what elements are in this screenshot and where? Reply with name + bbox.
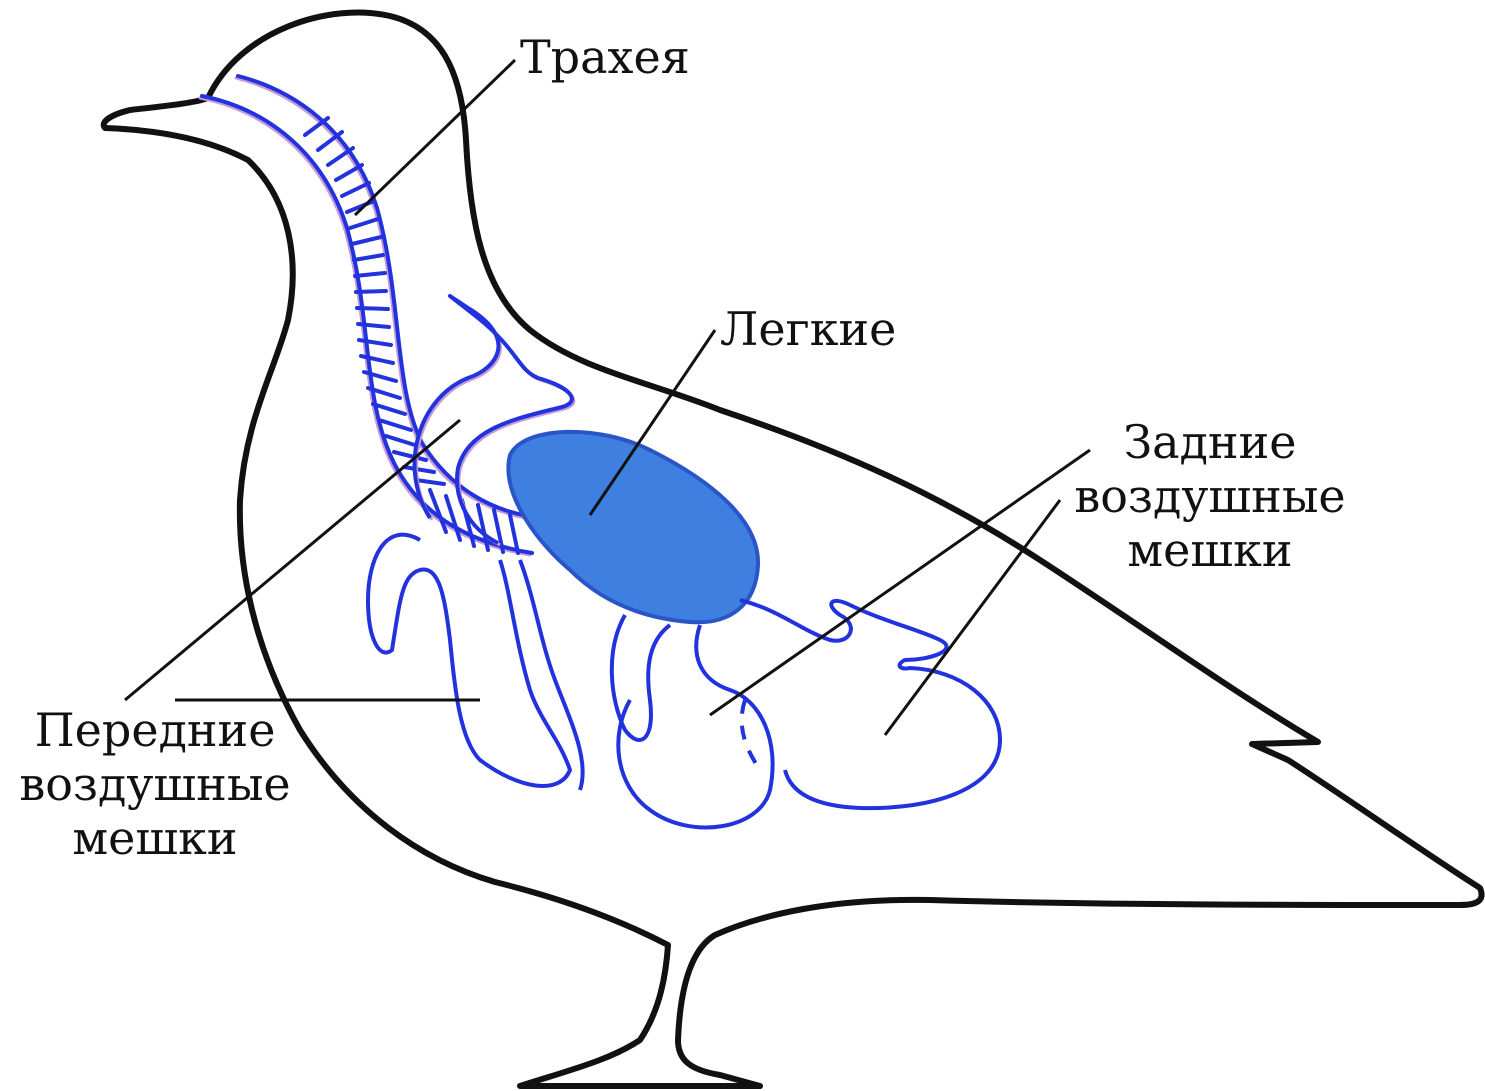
rear-air-sacs: [612, 600, 1000, 827]
label-rear-air-sacs: Задние воздушные мешки: [1070, 415, 1350, 577]
label-front-air-sacs-line-3: мешки: [10, 811, 300, 865]
leader-lines: [125, 60, 1090, 735]
leader-rear-sacs-1: [710, 450, 1090, 715]
label-rear-air-sacs-line-3: мешки: [1070, 523, 1350, 577]
leader-rear-sacs-2: [885, 500, 1060, 735]
leader-front-sacs-1: [125, 420, 460, 700]
label-rear-air-sacs-line-1: Задние: [1070, 415, 1350, 469]
label-lungs: Легкие: [720, 302, 896, 356]
lung: [508, 432, 758, 622]
label-front-air-sacs-line-2: воздушные: [10, 757, 300, 811]
label-front-air-sacs: Передние воздушные мешки: [10, 703, 300, 865]
trachea: [200, 76, 542, 555]
label-rear-air-sacs-line-2: воздушные: [1070, 469, 1350, 523]
label-trachea: Трахея: [520, 30, 690, 84]
leader-trachea: [355, 60, 515, 215]
label-front-air-sacs-line-1: Передние: [10, 703, 300, 757]
